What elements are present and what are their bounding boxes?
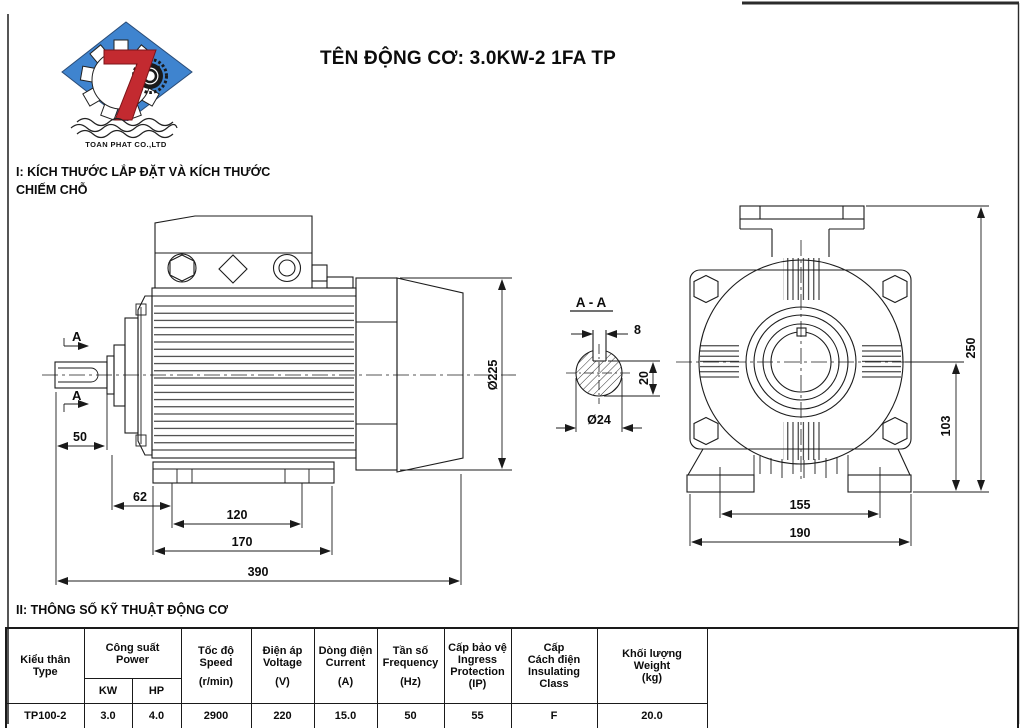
- logo-waves: [70, 117, 178, 139]
- dim-key-height: 20: [637, 371, 651, 385]
- col-power-hp-header: HP: [131, 678, 182, 704]
- dim-key-width: 8: [634, 323, 641, 337]
- dim-bracket-to-foot: 62: [133, 490, 147, 504]
- cell-type: TP100-2: [5, 703, 85, 728]
- spec-table-row: TP100-2 3.0 4.0 2900 220 15.0 50 55 F 20…: [5, 703, 1018, 728]
- front-view: [676, 205, 928, 496]
- dim-base-width: 190: [790, 526, 811, 540]
- gland-diamond: [218, 254, 248, 284]
- dim-base-hole-spacing: 155: [790, 498, 811, 512]
- cell-frequency: 50: [376, 703, 445, 728]
- fan-cover: [396, 277, 464, 473]
- cell-power-hp: 4.0: [131, 703, 182, 728]
- cell-power-kw: 3.0: [83, 703, 133, 728]
- cooling-fins: [154, 304, 354, 444]
- dim-foot-hole-spacing: 120: [227, 508, 248, 522]
- page-border: [7, 1, 1020, 724]
- mounting-foot-side: [152, 461, 335, 484]
- shaft-section-view: [556, 310, 660, 432]
- table-blank-cell: [706, 627, 1019, 728]
- dim-overall-height: 250: [964, 338, 978, 359]
- section-1-line1: I: KÍCH THƯỚC LẮP ĐẶT VÀ KÍCH THƯỚC: [16, 165, 271, 179]
- section-view-label: A - A: [576, 295, 607, 310]
- dim-foot-length: 170: [232, 535, 253, 549]
- dim-frame-diameter: Ø225: [486, 360, 500, 391]
- section-1-label: I: KÍCH THƯỚC LẮP ĐẶT VÀ KÍCH THƯỚC CHIẾ…: [16, 163, 270, 199]
- terminal-box-front: [739, 205, 865, 257]
- drawing-title: TÊN ĐỘNG CƠ: 3.0KW-2 1FA TP: [319, 48, 617, 69]
- section-mark-a-bottom: A: [72, 388, 82, 403]
- col-power-kw-header: KW: [83, 678, 133, 704]
- cell-speed: 2900: [180, 703, 252, 728]
- company-logo: TOAN PHAT CO.,LTD: [57, 21, 201, 152]
- cell-voltage: 220: [250, 703, 315, 728]
- section-1-line2: CHIẾM CHỖ: [16, 183, 88, 198]
- gland-ring-outer: [272, 253, 302, 283]
- cell-ingress: 55: [443, 703, 512, 728]
- side-view: [42, 215, 516, 484]
- gland-ring-inner: [278, 259, 296, 277]
- section-mark-a-top: A: [72, 329, 82, 344]
- dim-shaft-length: 50: [73, 430, 87, 444]
- section-2-label: II: THÔNG SỐ KỸ THUẬT ĐỘNG CƠ: [16, 603, 229, 617]
- dim-overall-length: 390: [248, 565, 269, 579]
- logo-company-name: TOAN PHAT CO.,LTD: [85, 140, 167, 149]
- side-view-dimensions: [55, 277, 512, 585]
- logo-seven: [103, 49, 157, 121]
- terminal-box: [154, 215, 354, 289]
- front-view-dimensions: [689, 205, 989, 546]
- cell-insulating: F: [510, 703, 598, 728]
- mounting-feet-front: [686, 448, 912, 496]
- cell-current: 15.0: [313, 703, 378, 728]
- section-cut-marks: [63, 338, 89, 412]
- cell-weight: 20.0: [596, 703, 708, 728]
- gland-hex-bolt: [167, 253, 197, 283]
- dim-shaft-diameter: Ø24: [587, 413, 611, 427]
- dim-axis-to-base: 103: [939, 416, 953, 437]
